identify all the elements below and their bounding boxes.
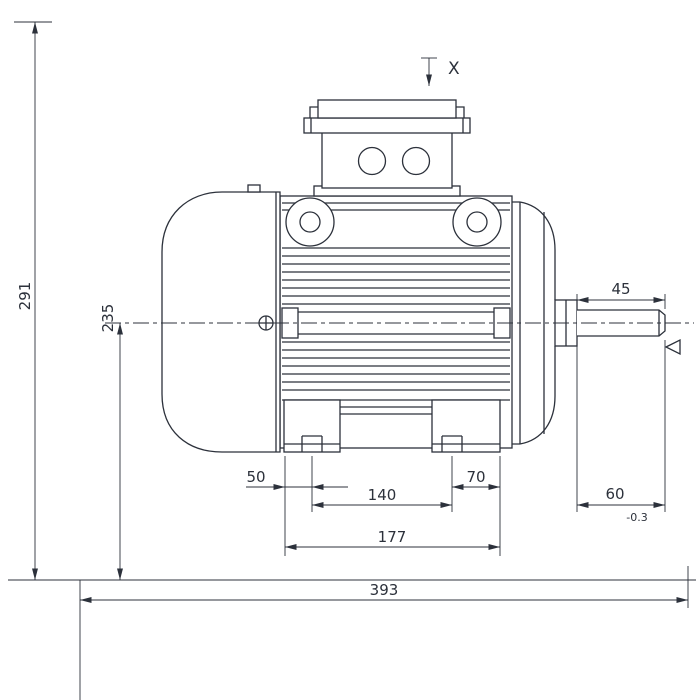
- dim-label-177: 177: [378, 528, 407, 546]
- end-ring-ticks: [512, 201, 520, 445]
- dimension-shaft-height: 235: [99, 304, 124, 580]
- foot-left: [283, 399, 341, 453]
- lid-bolt-marks: [310, 118, 464, 133]
- mounting-feet: [283, 399, 501, 453]
- dimension-foot-length-177: 177: [285, 528, 500, 551]
- gland-hole-right: [401, 146, 431, 176]
- fan-cover-outline: [161, 191, 281, 453]
- dim-tolerance-60: -0.3: [626, 511, 647, 524]
- datum-triangle-icon: [664, 338, 681, 356]
- dim-label-70: 70: [466, 468, 485, 486]
- terminal-box: [303, 99, 471, 197]
- foot-slot-right: [441, 435, 463, 452]
- dimension-overall-length-393: 393: [80, 581, 688, 604]
- dim-label-45: 45: [611, 280, 630, 298]
- dimension-foot-offset-50: 50: [246, 468, 348, 491]
- top-bosses: [285, 197, 502, 247]
- end-shield-bell: [519, 201, 556, 445]
- dim-label-393: 393: [370, 581, 399, 599]
- center-rib: [298, 311, 494, 335]
- fan-cover: [161, 184, 281, 453]
- view-direction-marker: X: [421, 57, 460, 86]
- fan-cover-tab: [247, 184, 261, 193]
- dim-label-140: 140: [368, 486, 397, 504]
- dimension-hole-spacing-140: 140: [312, 486, 452, 509]
- dim-label-235: 235: [99, 304, 117, 333]
- frame-underside-lines: [340, 406, 432, 415]
- dim-label-60: 60: [605, 485, 624, 503]
- gland-hole-left: [357, 146, 387, 176]
- view-marker-label: X: [448, 59, 460, 79]
- cover-screw: [258, 315, 274, 331]
- foot-right: [431, 399, 501, 453]
- dimension-shaft-45: 45: [577, 280, 665, 304]
- cover-screw-slot: [259, 316, 273, 330]
- dimension-shaft-extension-60: 60 -0.3: [577, 485, 665, 524]
- lid-corner-tabs: [309, 106, 465, 118]
- foot-slot-left: [301, 435, 323, 452]
- cooling-fins: [282, 202, 510, 401]
- dimension-overall-height: 291: [16, 22, 39, 580]
- box-body: [321, 131, 453, 189]
- boss-left-inner: [299, 211, 321, 233]
- dim-label-291: 291: [16, 282, 34, 311]
- dim-label-50: 50: [246, 468, 265, 486]
- boss-right-inner: [466, 211, 488, 233]
- dimension-foot-offset-70: 70: [452, 468, 500, 491]
- lid-flange: [303, 117, 471, 134]
- lid-top: [317, 99, 457, 119]
